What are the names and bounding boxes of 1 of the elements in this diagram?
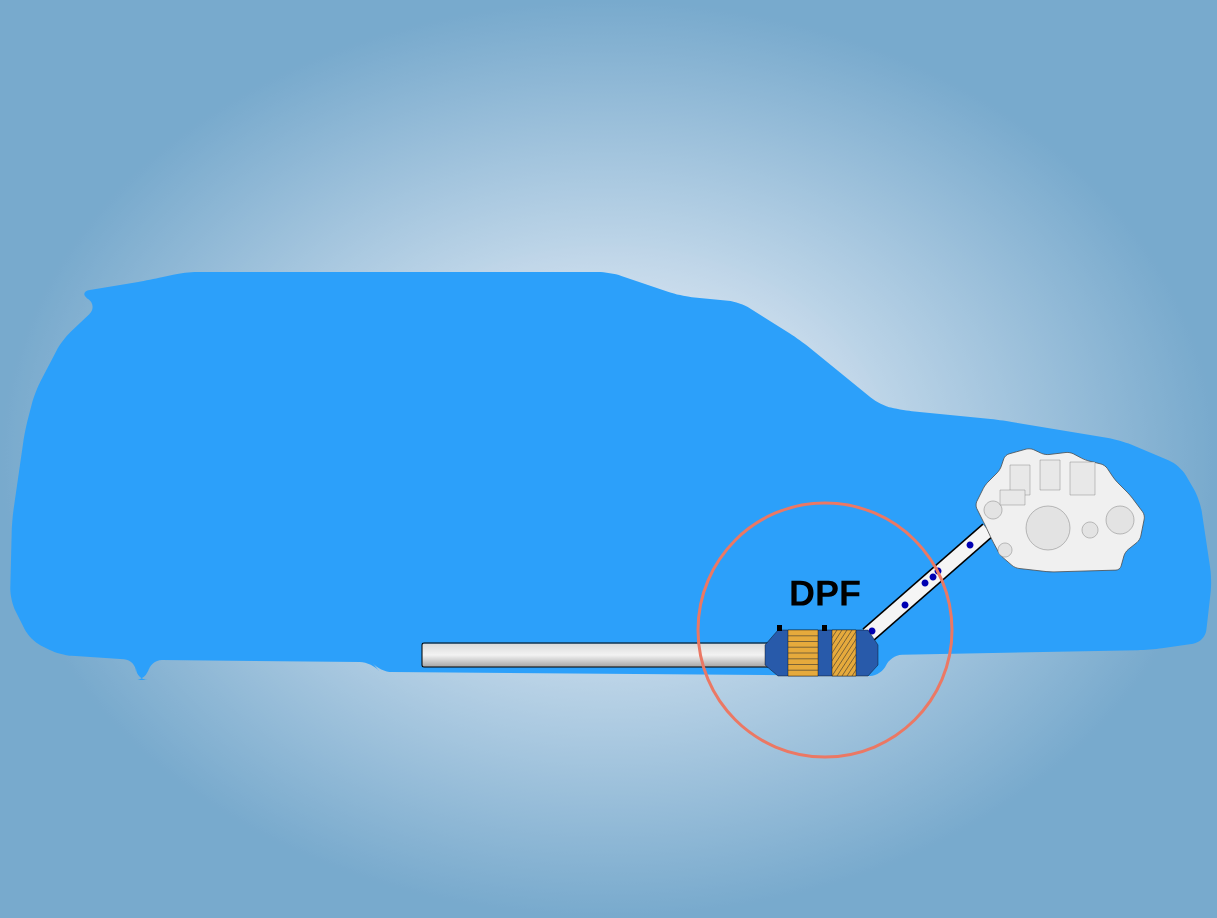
filter-label: DPF [791, 580, 860, 606]
